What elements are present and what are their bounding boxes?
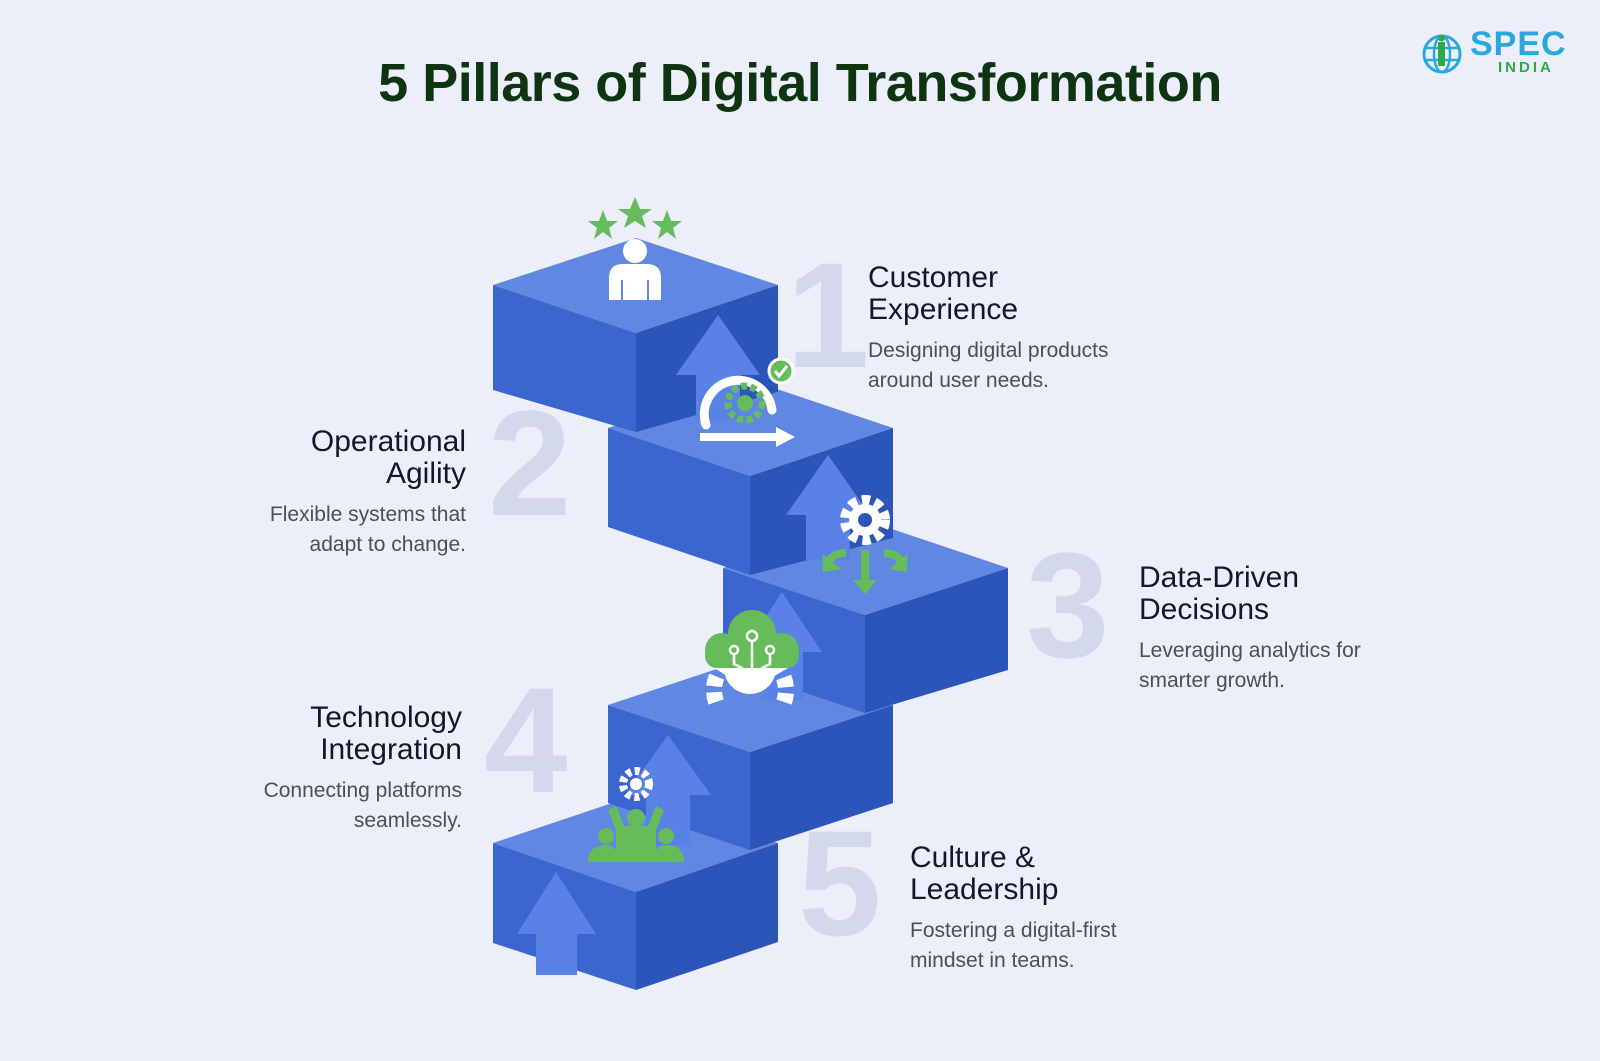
up-arrow-4 [625, 735, 711, 845]
logo-india-text: INDIA [1498, 59, 1554, 76]
customer-rating-icon [588, 197, 682, 300]
spec-india-logo: SPEC INDIA [1418, 26, 1578, 78]
pillar-number-2: 2 [488, 379, 572, 547]
pillar-5-title: Culture &Leadership [910, 841, 1059, 906]
pillar-number-4: 4 [484, 656, 568, 824]
gear-decision-icon [822, 495, 908, 594]
team-leader-icon [588, 767, 684, 862]
pillar-number-1: 1 [786, 231, 870, 399]
up-arrow-5 [517, 872, 596, 975]
globe-icon [1422, 34, 1462, 74]
up-arrow-1 [676, 315, 760, 420]
logo-spec-text: SPEC [1470, 25, 1567, 63]
pillar-number-3: 3 [1026, 521, 1110, 689]
agile-cycle-icon [699, 357, 795, 447]
page-title: 5 Pillars of Digital Transformation [378, 53, 1222, 113]
cloud-gear-icon [705, 610, 799, 705]
pillar-number-5: 5 [798, 799, 882, 967]
pillar-5-culture-leadership: Culture &Leadership Fostering a digital-… [910, 842, 1240, 976]
up-arrow-2 [786, 455, 870, 560]
